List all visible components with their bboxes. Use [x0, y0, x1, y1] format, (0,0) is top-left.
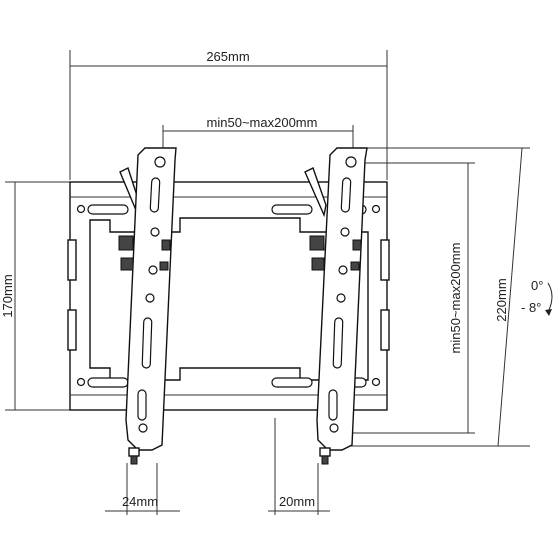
tilt-indicator: 0° - 8° [521, 278, 553, 316]
vesa-horizontal-label: min50~max200mm [207, 115, 318, 130]
height-dimension: 170mm [0, 181, 70, 411]
arm-height-dimension: 220mm [330, 147, 530, 447]
tilt-min-label: - 8° [521, 300, 541, 315]
width-label: 265mm [206, 49, 249, 64]
height-label: 170mm [0, 274, 15, 317]
arm-height-label: 220mm [494, 278, 509, 321]
tilt-max-label: 0° [531, 278, 543, 293]
arm-offset-label: 24mm [122, 494, 158, 509]
width-dimension: 265mm [69, 49, 388, 180]
wall-distance-label: 20mm [279, 494, 315, 509]
right-arm [304, 147, 368, 465]
vesa-vertical-label: min50~max200mm [448, 243, 463, 354]
wall-distance-dimension: 20mm [268, 418, 330, 515]
vesa-horizontal-dimension: min50~max200mm [162, 115, 354, 152]
left-arm [118, 147, 177, 465]
tilt-arrow-icon [547, 282, 553, 313]
vesa-vertical-dimension: min50~max200mm [345, 162, 475, 434]
arm-offset-dimension: 24mm [105, 463, 180, 515]
